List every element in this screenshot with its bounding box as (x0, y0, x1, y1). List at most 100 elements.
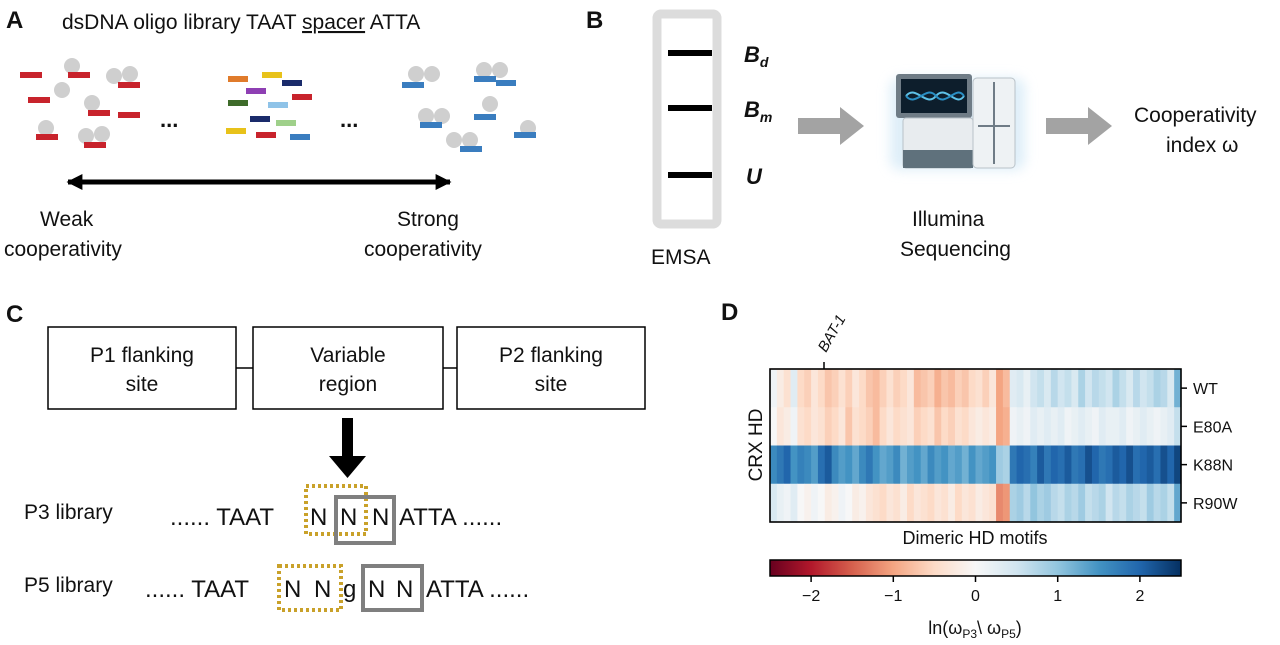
heatmap-cell (859, 407, 867, 446)
heatmap-cell (790, 445, 798, 485)
heatmap-cell (1105, 407, 1113, 446)
heatmap (770, 369, 1182, 523)
heatmap-cell (838, 369, 846, 408)
heatmap-cell (893, 445, 901, 485)
dna-oligo-icon (226, 128, 246, 134)
heatmap-cell (913, 407, 922, 446)
heatmap-cell (783, 483, 791, 523)
weak-label-line1: Weak (40, 208, 94, 231)
heatmap-cell (948, 407, 956, 446)
protein-blob-icon (462, 132, 478, 148)
heatmap-cell (804, 483, 812, 523)
heatmap-cell (872, 445, 880, 485)
heatmap-cell (879, 483, 887, 523)
seq-label-line2: Sequencing (900, 238, 1011, 261)
p5-n3: N (368, 576, 385, 603)
heatmap-cell (989, 369, 997, 408)
protein-blob-icon (94, 126, 110, 142)
heatmap-cell (1044, 407, 1052, 446)
bm-base: B (744, 97, 760, 122)
var-box-line2: region (319, 373, 377, 396)
colorbar-tick-label: 0 (971, 588, 980, 605)
heatmap-cell (989, 445, 997, 485)
row-label-r90w: R90W (1193, 496, 1238, 513)
heatmap-cell (879, 369, 887, 408)
heatmap-cell (1153, 483, 1161, 523)
cbar-label-sub2: P5 (1001, 627, 1016, 641)
heatmap-cell (1112, 369, 1120, 408)
heatmap-cell (1002, 445, 1011, 485)
protein-blob-icon (84, 95, 100, 111)
weak-oligo-group (20, 58, 140, 148)
heatmap-cell (770, 445, 778, 485)
p5-library-label: P5 library (24, 574, 113, 597)
heatmap-cell (1133, 407, 1141, 446)
colorbar-label: ln(ωP3\ ωP5) (928, 618, 1022, 641)
heatmap-cell (872, 483, 880, 523)
ellipsis-right: ... (340, 107, 358, 132)
arrow-right-icon (1046, 107, 1112, 145)
heatmap-cell (1050, 483, 1059, 523)
heatmap-cell (865, 369, 874, 408)
heatmap-cell (1071, 369, 1079, 408)
panel-a-title: dsDNA oligo library TAAT spacer ATTA (62, 11, 420, 34)
heatmap-cell (797, 445, 805, 485)
heatmap-cell (852, 369, 860, 408)
heatmap-cell (913, 445, 922, 485)
weak-label-line2: cooperativity (4, 238, 122, 261)
heatmap-cell (1098, 483, 1107, 523)
heatmap-cell (872, 407, 880, 446)
heatmap-cell (975, 369, 983, 408)
dna-oligo-icon (514, 132, 536, 138)
protein-blob-icon (122, 66, 138, 82)
band-u (668, 172, 712, 178)
cbar-label-pre: ln(ω (928, 618, 962, 638)
heatmap-cell (811, 407, 819, 446)
heatmap-cell (920, 369, 928, 408)
heatmap-cell (941, 483, 949, 523)
heatmap-cell (989, 483, 997, 523)
heatmap-cell (1030, 483, 1038, 523)
heatmap-ylabel: CRX HD (746, 409, 767, 482)
heatmap-cell (1044, 483, 1052, 523)
heatmap-cell (886, 445, 894, 485)
heatmap-cell (1044, 445, 1052, 485)
heatmap-cell (961, 445, 970, 485)
heatmap-cell (968, 407, 976, 446)
heatmap-cell (1126, 483, 1134, 523)
heatmap-cell (1091, 445, 1100, 485)
bd-sub: d (760, 54, 769, 70)
heatmap-cell (1119, 369, 1127, 408)
coop-label-line1: Cooperativity (1134, 104, 1257, 127)
heatmap-cell (954, 369, 963, 408)
heatmap-cell (1016, 369, 1024, 408)
heatmap-cell (1139, 407, 1148, 446)
bd-base: B (744, 42, 760, 67)
u-label: U (746, 164, 763, 189)
heatmap-cell (790, 369, 798, 408)
heatmap-cell (770, 407, 778, 446)
emsa-label: EMSA (651, 246, 711, 269)
heatmap-cell (1105, 483, 1113, 523)
heatmap-cell (913, 483, 922, 523)
cbar-label-mid: \ ω (977, 618, 1001, 638)
band-bm (668, 105, 712, 111)
heatmap-cell (1078, 369, 1086, 408)
heatmap-cell (1064, 445, 1072, 485)
heatmap-cell (817, 445, 826, 485)
heatmap-cell (1133, 483, 1141, 523)
heatmap-cell (1085, 445, 1093, 485)
heatmap-cell (975, 407, 983, 446)
heatmap-cell (954, 483, 963, 523)
heatmap-cell (968, 369, 976, 408)
heatmap-cell (1167, 483, 1175, 523)
heatmap-cell (1085, 483, 1093, 523)
protein-blob-icon (54, 82, 70, 98)
dna-oligo-icon (282, 80, 302, 86)
heatmap-cell (1030, 407, 1038, 446)
heatmap-cell (1023, 407, 1031, 446)
heatmap-cell (770, 369, 778, 408)
heatmap-cell (1016, 407, 1024, 446)
heatmap-cell (1009, 369, 1017, 408)
